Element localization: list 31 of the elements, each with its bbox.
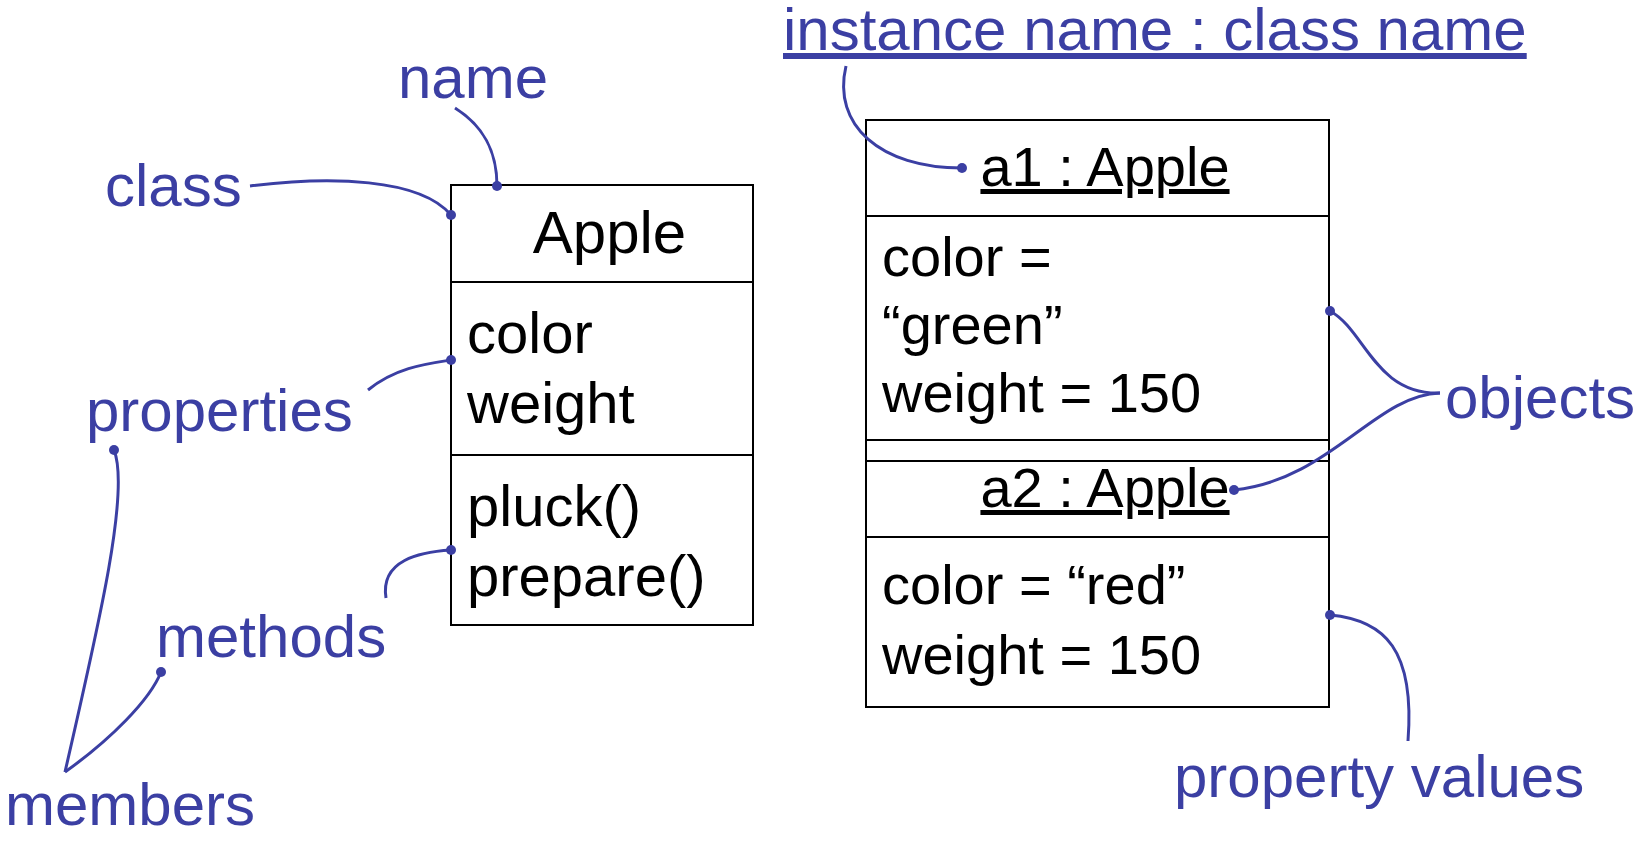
class-box [450,184,754,626]
annotation-label: class [105,153,242,219]
leader-line [64,667,166,774]
leader-line [249,179,456,220]
class-name: Apple [531,198,688,268]
member-text: weight [467,369,636,437]
leader-line [454,106,502,191]
member-text: prepare() [467,542,707,610]
member-text: weight = 150 [882,360,1203,426]
leader-line [367,355,456,392]
annotation-label: name [398,45,549,111]
annotation-label: members [5,772,256,838]
annotation-label: property values [1174,744,1585,810]
leader-line [63,445,120,773]
leader-line [383,545,456,599]
leader-line [842,65,967,173]
member-text: color [467,299,594,367]
annotation-label: properties [86,378,353,444]
leader-line [1325,610,1411,742]
member-text: pluck() [467,472,643,540]
leader-line [1229,391,1441,495]
annotation-label: methods [156,604,387,670]
object-box [865,119,1330,462]
object-box [865,439,1330,708]
object-name: a1 : Apple [979,134,1231,200]
annotation-label: instance name : class name [783,0,1527,63]
member-text: color = “red” [882,552,1187,618]
member-text: weight = 150 [882,622,1203,688]
member-text: color = “green” [882,224,1064,358]
object-name: a2 : Apple [979,455,1231,521]
annotation-label: objects [1445,365,1636,431]
